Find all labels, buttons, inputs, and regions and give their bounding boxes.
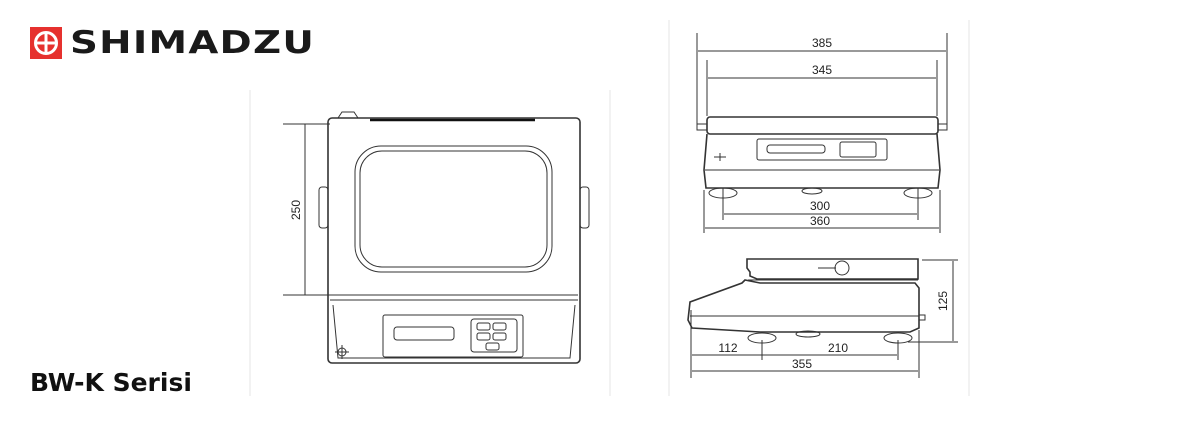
dim-depth-250: 250 [289, 200, 303, 220]
product-title: BW-K Serisi [30, 368, 192, 397]
front-view-drawing: 385 345 300 360 [696, 33, 948, 233]
side-view-drawing: 125 112 210 355 [687, 258, 958, 378]
brand-name: SHIMADZU [70, 25, 316, 61]
dim-width-360: 360 [810, 214, 830, 228]
dim-width-345: 345 [812, 63, 832, 77]
dim-height-125: 125 [936, 291, 950, 311]
dim-width-385: 385 [812, 36, 832, 50]
dim-offset-112: 112 [718, 341, 737, 355]
dim-foot-210: 210 [828, 341, 848, 355]
level-crosshair-icon [335, 345, 349, 359]
dim-foot-300: 300 [810, 199, 830, 213]
shimadzu-logo: SHIMADZU [30, 27, 314, 59]
top-view-drawing: 250 [283, 111, 590, 364]
dim-depth-355: 355 [792, 357, 812, 371]
shimadzu-cross-emblem-icon [30, 27, 62, 59]
